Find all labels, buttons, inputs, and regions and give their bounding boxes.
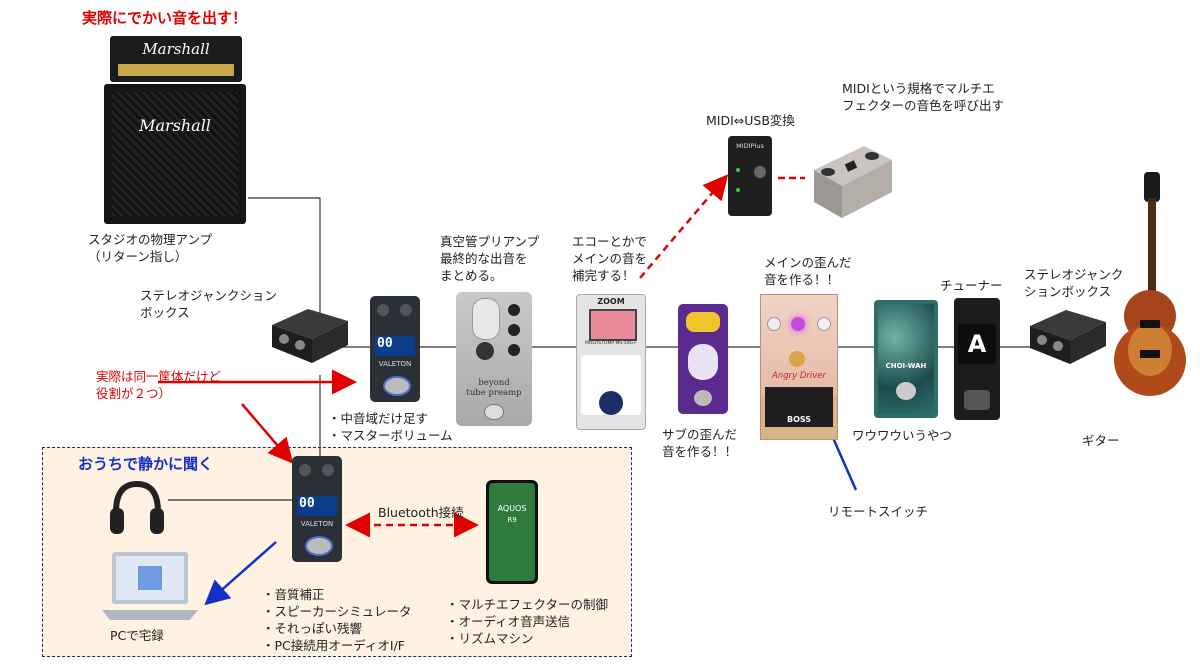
amp-cable [248, 197, 321, 318]
sub-drive-pedal [678, 304, 728, 414]
junction-right-caption: ステレオジャンク ションボックス [1024, 267, 1124, 299]
headphones-image [106, 478, 168, 540]
blue-arrow-to-pc [204, 541, 277, 606]
home-pedal-notes: 音質補正 スピーカーシミュレータ それっぽい残響 PC接続用オーディオI/F [262, 586, 412, 654]
valeton-pedal-home: 00 VALETON [292, 456, 342, 562]
pc-caption: PCで宅録 [110, 628, 164, 643]
phone-model: R9 [507, 516, 517, 524]
bluetooth-label: Bluetooth接続 [378, 505, 464, 520]
marshall-amp: Marshall Marshall [104, 36, 246, 224]
zoom-model: MULTISTOMP MS-50G+ [585, 341, 637, 346]
tube-preamp-pedal: beyond tube preamp [456, 292, 532, 426]
pedal-display: 00 [375, 336, 415, 356]
midi-face-text: MIDIPlus [736, 142, 764, 150]
pedal-brand: VALETON [378, 360, 412, 368]
pedal-display: 00 [297, 496, 337, 516]
junction-left-caption: ステレオジャンクション ボックス [140, 288, 277, 320]
footswitch[interactable] [484, 404, 504, 420]
note-item: スピーカーシミュレータ [262, 603, 412, 620]
note-item: リズムマシン [446, 630, 608, 647]
marshall-logo-cab: Marshall [139, 116, 211, 135]
midi-switch-caption: MIDIという規格でマルチエ フェクターの音色を呼び出す [842, 81, 1005, 113]
note-item: オーディオ音声送信 [446, 613, 608, 630]
guitar-image [1110, 170, 1190, 400]
phone-image: AQUOS R9 [486, 480, 538, 584]
phone-brand: AQUOS [497, 504, 527, 513]
zoom-brand: ZOOM [597, 297, 625, 306]
note-item: それっぽい残響 [262, 620, 412, 637]
page-title: 実際にでかい音を出す！ [82, 9, 248, 27]
guitar-caption: ギター [1082, 433, 1120, 448]
amp-caption: スタジオの物理アンプ （リターン指し） [88, 232, 213, 264]
home-title: おうちで静かに聞く [78, 455, 214, 473]
sub-drive-caption: サブの歪んだ 音を作る！！ [662, 427, 738, 459]
tube-preamp-caption: 真空管プリアンプ 最終的な出音を まとめる。 [440, 234, 540, 283]
laptop-image [98, 548, 202, 624]
marshall-logo-top: Marshall [142, 40, 210, 58]
wah-caption: ワウワウいうやつ [852, 428, 953, 443]
midi-usb-converter: MIDIPlus [728, 136, 772, 216]
midi-footswitch [808, 140, 894, 222]
note-item: PC接続用オーディオI/F [262, 637, 412, 654]
footswitch[interactable] [694, 390, 712, 406]
junction-box-left [268, 305, 350, 365]
preamp-face-text: beyond tube preamp [466, 378, 522, 398]
note-item: 中音域だけ足す [328, 410, 453, 427]
phone-notes: マルチエフェクターの制御 オーディオ音声送信 リズムマシン [446, 596, 609, 647]
note-item: マスターボリューム [328, 427, 453, 444]
note-item: マルチエフェクターの制御 [446, 596, 609, 613]
same-body-note: 実際は同一筐体だけど 役割が２つ） [96, 369, 222, 401]
valeton-pedal-main: 00 VALETON [370, 296, 420, 402]
wah-pedal: CHOI-WAH [874, 300, 938, 418]
footswitch[interactable] [964, 390, 990, 410]
red-arrow-to-home-pedal [241, 403, 294, 464]
pedal-brand: VALETON [300, 520, 334, 528]
zoom-multistomp: ZOOM MULTISTOMP MS-50G+ [576, 294, 646, 430]
remote-caption: リモートスイッチ [828, 504, 929, 519]
note-item: 音質補正 [262, 586, 412, 603]
tuner-caption: チューナー [940, 278, 1003, 293]
tuner-display: A [958, 324, 996, 364]
angry-driver-text: Angry Driver [772, 371, 826, 381]
boss-logo: BOSS [786, 415, 812, 424]
zoom-midi-arrow [639, 174, 729, 279]
midi-usb-caption: MIDI⇔USB変換 [706, 113, 795, 128]
zoom-caption: エコーとかで メインの音を 補完する！ [572, 234, 648, 283]
main-drive-caption: メインの歪んだ 音を作る！！ [764, 255, 852, 287]
footswitch[interactable] [305, 536, 333, 556]
tuner-pedal: A [954, 298, 1000, 420]
footswitch[interactable] [599, 391, 623, 415]
footswitch[interactable] [896, 382, 916, 400]
footswitch[interactable] [383, 376, 411, 396]
wah-face-text: CHOI-WAH [885, 362, 927, 370]
junction-box-right [1026, 306, 1108, 366]
valeton-notes: 中音域だけ足す マスターボリューム [328, 410, 453, 444]
main-drive-pedal: Angry Driver BOSS [760, 294, 838, 440]
